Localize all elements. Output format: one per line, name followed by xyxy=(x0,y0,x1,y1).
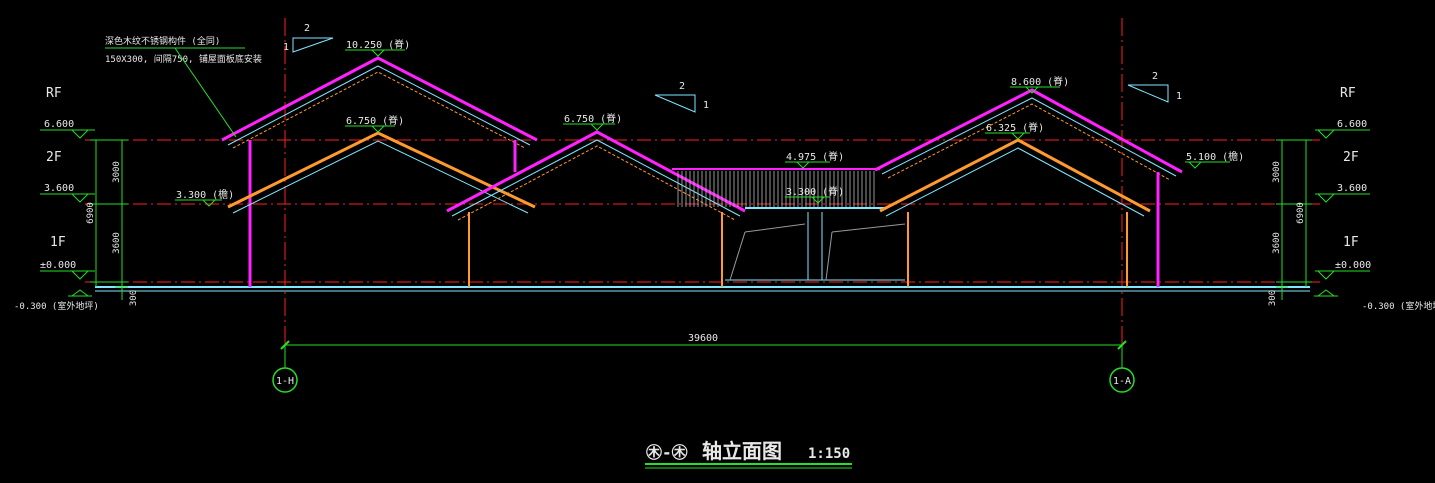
level-name: RF xyxy=(46,86,62,101)
slope-mark-2: 2 1 xyxy=(654,81,709,113)
slope-mark-3: 2 1 xyxy=(1127,71,1182,103)
level-elev: 6.600 xyxy=(44,119,74,130)
level-lines xyxy=(85,139,1320,283)
slope-rise: 2 xyxy=(304,23,310,34)
ridge-label: 3.300 (檐) xyxy=(176,188,234,201)
axis-label: 1-H xyxy=(276,376,294,387)
level-name: RF xyxy=(1340,86,1356,101)
note-line-1: 深色木纹不锈钢构件 (全同) xyxy=(105,35,220,47)
title-prefix: ㊍-㊍ xyxy=(646,443,688,462)
level-elev: ±0.000 xyxy=(1335,260,1371,271)
level-name: 2F xyxy=(1343,150,1359,165)
slope-rise: 2 xyxy=(1152,71,1158,82)
slope-run: 1 xyxy=(283,42,289,53)
level-elev: -0.300 (室外地坪) xyxy=(14,300,99,312)
ridge-label: 4.975 (脊) xyxy=(786,150,844,163)
level-elev: ±0.000 xyxy=(40,260,76,271)
slope-run: 1 xyxy=(1176,91,1182,102)
roof-right-lower xyxy=(879,138,1151,287)
level-name: 1F xyxy=(50,235,66,250)
dim-value: 3600 xyxy=(112,232,122,254)
dim-value: 3600 xyxy=(1272,232,1282,254)
levels-right: RF 6.600 2F 3.600 1F ±0.000 -0.300 (室外地坪… xyxy=(1314,86,1435,312)
ridge-label: 8.600 (脊) xyxy=(1011,75,1069,88)
title-main: 轴立面图 xyxy=(702,439,782,463)
dim-value: 3000 xyxy=(112,161,122,183)
dims-left xyxy=(90,139,128,300)
ridge-label: 6.325 (脊) xyxy=(986,121,1044,134)
axis-bubble-1A: 1-A xyxy=(1109,345,1135,393)
roof-left-lower xyxy=(227,131,536,214)
axis-bubble-1H: 1-H xyxy=(272,345,298,393)
dims-left-text: 3000 3600 6900 300 xyxy=(86,161,139,306)
slope-run: 1 xyxy=(703,100,709,111)
level-elev: 3.600 xyxy=(44,183,74,194)
level-elev: 6.600 xyxy=(1337,119,1367,130)
ridge-label: 10.250 (脊) xyxy=(346,38,410,51)
ridge-label: 3.300 (脊) xyxy=(786,185,844,198)
ridge-label: 5.100 (檐) xyxy=(1186,150,1244,163)
ridge-label: 6.750 (脊) xyxy=(564,112,622,125)
ridge-markers xyxy=(175,49,1230,207)
dim-value: 300 xyxy=(1268,290,1278,306)
dim-value: 6900 xyxy=(1296,202,1306,224)
levels-left: RF 6.600 2F 3.600 1F ±0.000 -0.300 (室外地坪… xyxy=(14,86,99,312)
slope-mark-1: 2 1 xyxy=(283,23,334,53)
dim-value: 6900 xyxy=(86,202,96,224)
level-elev: -0.300 (室外地坪) xyxy=(1362,300,1435,312)
dim-value: 3000 xyxy=(1272,161,1282,183)
roof-middle-left xyxy=(446,130,746,287)
dims-right xyxy=(1276,139,1312,300)
level-elev: 3.600 xyxy=(1337,183,1367,194)
roof-central-link xyxy=(672,168,909,287)
level-name: 1F xyxy=(1343,235,1359,250)
material-note: 深色木纹不锈钢构件 (全同) 150X300, 间隔750, 铺屋面板底安装 xyxy=(105,35,262,138)
overall-dim-value: 39600 xyxy=(688,333,718,344)
ground-line xyxy=(95,286,1310,292)
drawing-title: ㊍-㊍ 轴立面图 1:150 xyxy=(645,439,852,469)
overall-dimension: 39600 xyxy=(280,333,1127,350)
roof-left-upper xyxy=(221,56,538,287)
dims-right-text: 3000 3600 6900 300 xyxy=(1268,161,1306,306)
slope-rise: 2 xyxy=(679,81,685,92)
roof-hatching xyxy=(677,171,875,207)
title-scale: 1:150 xyxy=(808,446,850,462)
roof-right-upper xyxy=(874,88,1183,287)
axis-label: 1-A xyxy=(1113,376,1131,387)
ridge-label: 6.750 (脊) xyxy=(346,114,404,127)
dim-value: 300 xyxy=(129,290,139,306)
level-name: 2F xyxy=(46,150,62,165)
note-line-2: 150X300, 间隔750, 铺屋面板底安装 xyxy=(105,53,262,65)
axis-lines xyxy=(284,18,1123,345)
ridge-labels: 10.250 (脊) 6.750 (脊) 6.750 (脊) 4.975 (脊)… xyxy=(176,38,1244,201)
